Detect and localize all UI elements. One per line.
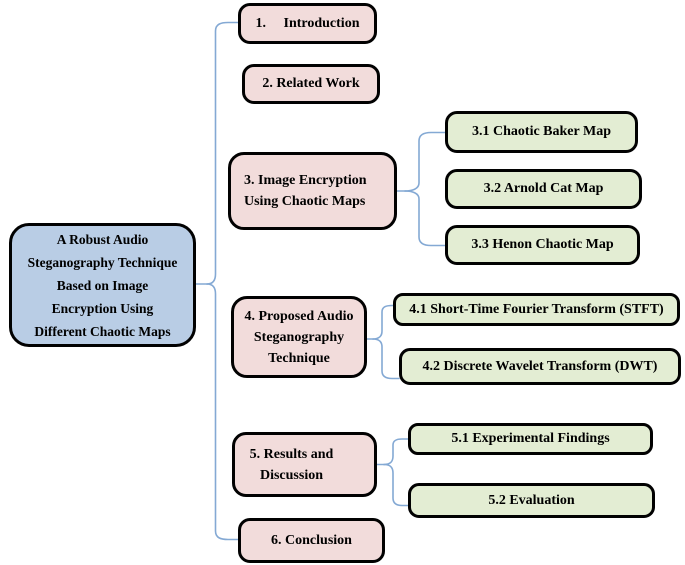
connector-s5-top: [383, 438, 409, 466]
section-box-conclusion: 6. Conclusion: [238, 518, 385, 563]
root-topic-label: A Robust Audio Steganography Technique B…: [27, 231, 178, 339]
section-label: 4. Proposed Audio Steganography Techniqu…: [244, 308, 354, 366]
section-label: 6. Conclusion: [271, 532, 352, 548]
subsection-box-henon-chaotic-map: 3.3 Henon Chaotic Map: [445, 225, 640, 265]
section-label: 5. Results and Discussion: [249, 446, 334, 483]
connector-s4-bottom: [372, 338, 400, 380]
subsection-label: 3.3 Henon Chaotic Map: [471, 237, 614, 252]
section-box-proposed-technique: 4. Proposed Audio Steganography Techniqu…: [231, 296, 367, 378]
connector-root-bottom: [206, 283, 239, 541]
subsection-box-evaluation: 5.2 Evaluation: [408, 483, 655, 518]
connector-s3-bottom: [404, 190, 446, 247]
subsection-label: 5.2 Evaluation: [488, 492, 575, 508]
connector-s5-bottom: [383, 463, 409, 507]
connector-root-top: [206, 21, 239, 285]
subsection-label: 3.1 Chaotic Baker Map: [472, 124, 611, 139]
section-box-image-encryption: 3. Image Encryption Using Chaotic Maps: [228, 152, 397, 230]
section-box-introduction: 1. Introduction: [238, 3, 377, 44]
section-box-results-discussion: 5. Results and Discussion: [232, 432, 377, 497]
connector-s3-top: [404, 131, 446, 192]
subsection-label: 4.1 Short-Time Fourier Transform (STFT): [409, 301, 664, 317]
subsection-box-arnold-cat-map: 3.2 Arnold Cat Map: [445, 169, 642, 209]
subsection-label: 3.2 Arnold Cat Map: [483, 181, 604, 196]
subsection-box-stft: 4.1 Short-Time Fourier Transform (STFT): [393, 293, 680, 326]
section-box-related-work: 2. Related Work: [242, 64, 380, 104]
section-label: 1. Introduction: [255, 15, 360, 31]
subsection-label: 5.1 Experimental Findings: [451, 431, 610, 446]
subsection-box-experimental-findings: 5.1 Experimental Findings: [408, 423, 653, 455]
subsection-box-chaotic-baker-map: 3.1 Chaotic Baker Map: [445, 111, 638, 153]
section-label: 3. Image Encryption Using Chaotic Maps: [244, 173, 367, 209]
root-topic-box: A Robust Audio Steganography Technique B…: [9, 223, 196, 347]
subsection-label: 4.2 Discrete Wavelet Transform (DWT): [422, 358, 658, 374]
subsection-box-dwt: 4.2 Discrete Wavelet Transform (DWT): [399, 348, 681, 385]
connector-s4-top: [372, 304, 394, 340]
section-label: 2. Related Work: [262, 76, 360, 91]
